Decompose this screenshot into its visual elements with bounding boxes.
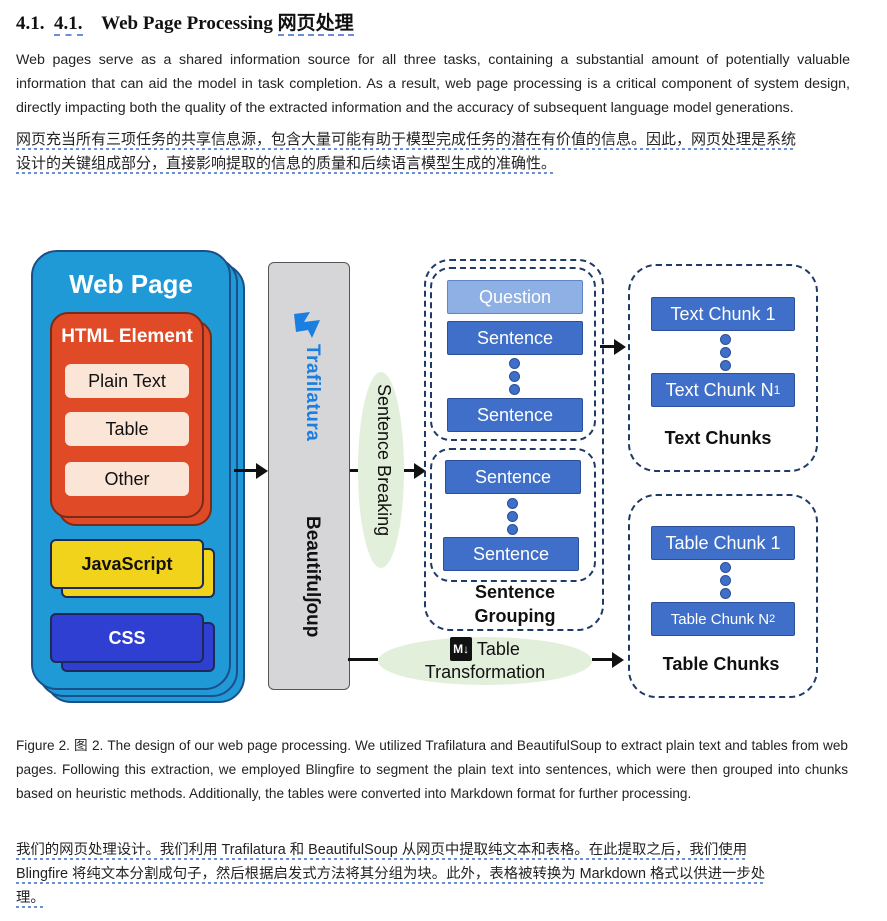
question-box: Question — [447, 280, 583, 314]
ellipsis-dot — [507, 524, 518, 535]
table-transformation-label: M↓ Table Transformation — [378, 637, 592, 683]
sentence-box: Sentence — [447, 398, 583, 432]
sentence-grouping-label-line2: Grouping — [474, 606, 556, 626]
body-paragraph: Web pages serve as a shared information … — [16, 52, 850, 116]
table-item: Table — [65, 412, 189, 446]
ellipsis-dot — [720, 347, 731, 358]
table-path-line-right — [592, 658, 614, 661]
ellipsis-dot — [720, 360, 731, 371]
figure-caption-zh-line1: 我们的网页处理设计。我们利用 Trafilatura 和 BeautifulSo… — [16, 842, 748, 860]
section-number: 4.1. — [16, 13, 45, 34]
table-chunk-n-label: Table Chunk N — [670, 610, 770, 628]
sentence-box: Sentence — [443, 537, 579, 571]
arrow-to-breaking-stub — [350, 469, 358, 472]
section-number-translated: 4.1. — [54, 13, 83, 36]
text-chunks-group — [628, 264, 818, 472]
table-transformation-line1: Table — [476, 639, 520, 659]
arrow-to-text-chunks — [600, 345, 616, 348]
trafilatura-label: Trafilatura — [302, 344, 323, 442]
sentence-breaking-ellipse — [358, 372, 404, 568]
figure-caption: Figure 2. 图 2. The design of our web pag… — [16, 738, 848, 801]
table-path-line-left — [348, 658, 378, 661]
table-chunks-label: Table Chunks — [662, 654, 780, 674]
sentence-grouping-label-line1: Sentence — [474, 582, 556, 602]
ellipsis-dot — [720, 588, 731, 599]
ellipsis-dot — [720, 334, 731, 345]
text-chunk-n-subscript: 1 — [773, 383, 781, 397]
sentence-box: Sentence — [445, 460, 581, 494]
ellipsis-dot — [509, 358, 520, 369]
sentence-box: Sentence — [447, 321, 583, 355]
plain-text-item: Plain Text — [65, 364, 189, 398]
body-paragraph-zh-line1: 网页充当所有三项任务的共享信息源，包含大量可能有助于模型完成任务的潜在有价值的信… — [16, 131, 797, 150]
figure-caption-zh: 我们的网页处理设计。我们利用 Trafilatura 和 BeautifulSo… — [16, 838, 850, 910]
text-chunks-label: Text Chunks — [664, 428, 772, 448]
html-element-title: HTML Element — [61, 326, 193, 347]
figure-caption-zh-line3: 理。 — [16, 890, 45, 908]
body-paragraph-zh-line2: 设计的关键组成部分，直接影响提取的信息的质量和后续语言模型生成的准确性。 — [16, 155, 557, 174]
ellipsis-dot — [720, 575, 731, 586]
ellipsis-dot — [507, 511, 518, 522]
sentence-grouping-label: Sentence Grouping — [430, 580, 600, 628]
body-paragraph-zh: 网页充当所有三项任务的共享信息源，包含大量可能有助于模型完成任务的潜在有价值的信… — [16, 128, 850, 176]
web-page-title: Web Page — [69, 268, 193, 299]
table-chunk-1: Table Chunk 1 — [651, 526, 795, 560]
other-item: Other — [65, 462, 189, 496]
beautifulsoup-s-glyph: ∫ — [302, 597, 323, 603]
beautifulsoup-label-prefix: Beautiful — [302, 516, 323, 598]
beautifulsoup-label: Beautiful∫oup — [297, 516, 323, 646]
css-box: CSS — [50, 613, 204, 663]
arrow-to-grouping — [404, 469, 418, 472]
trafilatura-logo-icon — [294, 312, 320, 338]
table-transformation-ellipse — [378, 637, 592, 685]
sentence-grouping-outer — [424, 259, 604, 631]
figure-caption-zh-line2: Blingfire 将纯文本分割成句子，然后根据启发式方法将其分组为块。此外，表… — [16, 866, 766, 884]
table-transformation-line2: Transformation — [424, 662, 546, 682]
sentence-group-1 — [430, 267, 596, 441]
ellipsis-dot — [507, 498, 518, 509]
arrow-to-table-chunks-head — [612, 652, 624, 668]
ellipsis-dot — [720, 562, 731, 573]
figure-diagram: Web Page HTML Element Plain Text Table O… — [0, 240, 887, 710]
arrow-to-grouping-head — [414, 463, 426, 479]
ellipsis-dot — [509, 384, 520, 395]
javascript-box: JavaScript — [50, 539, 204, 589]
arrow-to-tools-head — [256, 463, 268, 479]
section-heading: 4.1. 4.1. Web Page Processing 网页处理 — [16, 8, 354, 36]
ellipsis-dot — [509, 371, 520, 382]
arrow-to-text-chunks-head — [614, 339, 626, 355]
table-chunks-group — [628, 494, 818, 698]
beautifulsoup-label-suffix: oup — [302, 602, 323, 638]
tools-column — [268, 262, 350, 690]
sentence-breaking-label: Sentence Breaking — [374, 384, 394, 537]
sentence-group-2 — [430, 448, 596, 582]
markdown-icon: M↓ — [450, 637, 473, 661]
section-title-zh: 网页处理 — [277, 13, 354, 36]
text-chunk-n-label: Text Chunk N — [665, 379, 774, 400]
table-chunk-n-subscript: 2 — [769, 613, 776, 625]
arrow-to-tools — [234, 469, 260, 472]
text-chunk-1: Text Chunk 1 — [651, 297, 795, 331]
section-title: Web Page Processing — [101, 13, 273, 34]
